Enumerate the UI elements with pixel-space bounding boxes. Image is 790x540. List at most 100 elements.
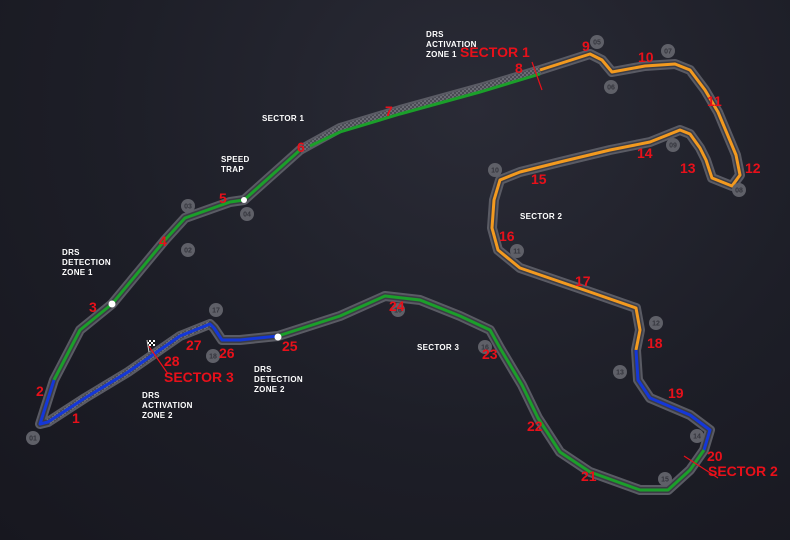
drs-activation-zone1-label: DRS ACTIVATION ZONE 1	[426, 30, 477, 59]
corner-badges: 01 02 03 04 05 06 07 08 09 10 11 12 13 1…	[26, 35, 746, 486]
svg-text:04: 04	[243, 212, 251, 219]
turn-number: 23	[482, 346, 498, 362]
sector1-boundary	[531, 61, 543, 91]
turn-number: 18	[647, 335, 663, 351]
svg-text:ZONE 1: ZONE 1	[426, 50, 457, 59]
turn-number: 26	[219, 345, 235, 361]
svg-text:TRAP: TRAP	[221, 165, 244, 174]
turn-number: 16	[499, 228, 515, 244]
svg-text:DRS: DRS	[62, 248, 80, 257]
kemmel-straight-grid	[298, 67, 541, 153]
svg-text:DRS: DRS	[254, 365, 272, 374]
sector2-marker-label: SECTOR 2	[708, 463, 778, 479]
corner-badge: 13	[613, 365, 627, 379]
turn-number: 10	[638, 49, 654, 65]
turn-number: 2	[36, 383, 44, 399]
corner-badge: 18	[206, 349, 220, 363]
turn-number: 21	[581, 468, 597, 484]
sector3-label: SECTOR 3	[417, 343, 460, 352]
turn-number: 9	[582, 38, 590, 54]
drs-detection-zone1-label: DRS DETECTION ZONE 1	[62, 248, 111, 277]
svg-text:ZONE 1: ZONE 1	[62, 268, 93, 277]
speed-trap-marker	[241, 197, 247, 203]
corner-badge: 12	[649, 316, 663, 330]
sector2-boundary	[683, 455, 719, 479]
svg-text:DETECTION: DETECTION	[254, 375, 303, 384]
svg-text:ACTIVATION: ACTIVATION	[426, 40, 477, 49]
turn-number: 17	[575, 273, 591, 289]
svg-text:14: 14	[693, 434, 701, 441]
track-base	[35, 49, 745, 495]
drs-activation-zone2-label: DRS ACTIVATION ZONE 2	[142, 391, 193, 420]
svg-text:SPEED: SPEED	[221, 155, 250, 164]
turn-number: 15	[531, 171, 547, 187]
sector2-label: SECTOR 2	[520, 212, 563, 221]
turn-number: 20	[707, 448, 723, 464]
svg-text:15: 15	[661, 477, 669, 484]
start-finish-drs-line	[38, 322, 279, 426]
svg-text:16: 16	[481, 345, 489, 352]
svg-text:07: 07	[664, 49, 672, 56]
corner-badge: 14	[690, 429, 704, 443]
speed-trap-label: SPEED TRAP	[221, 155, 250, 174]
turn-number: 24	[389, 298, 405, 314]
turn-numbers: 1 2 3 4 5 6 7 8 9 10 11 12 13 14 15 16 1…	[36, 38, 761, 484]
svg-text:05: 05	[593, 40, 601, 47]
corner-badge: 11	[510, 244, 524, 258]
turn-number: 3	[89, 299, 97, 315]
svg-text:18: 18	[209, 354, 217, 361]
corner-badge: 08	[732, 183, 746, 197]
sector3-boundary	[147, 344, 169, 375]
turn-number: 22	[527, 418, 543, 434]
racing-line	[38, 52, 742, 492]
svg-text:08: 08	[735, 188, 743, 195]
corner-badge: 09	[666, 138, 680, 152]
corner-badge: 10	[488, 163, 502, 177]
sector1-drs-line	[309, 72, 541, 148]
svg-text:ZONE 2: ZONE 2	[142, 411, 173, 420]
turn-number: 14	[637, 145, 653, 161]
track-asphalt	[37, 51, 743, 493]
turn-number: 19	[668, 385, 684, 401]
turn-number: 7	[385, 103, 393, 119]
drs-detection1-marker	[108, 300, 116, 308]
svg-text:DRS: DRS	[426, 30, 444, 39]
drs-detection2-marker	[274, 333, 282, 341]
sector3-marker-label: SECTOR 3	[164, 369, 234, 385]
turn-number: 25	[282, 338, 298, 354]
corner-badge: 16	[391, 303, 405, 317]
sector3-drs-line	[634, 349, 712, 451]
corner-badge: 15	[658, 472, 672, 486]
track-outline	[35, 49, 745, 495]
svg-text:03: 03	[184, 204, 192, 211]
svg-text:02: 02	[184, 248, 192, 255]
turn-number: 27	[186, 337, 202, 353]
sector2-line	[490, 52, 742, 351]
turn-number: 6	[297, 139, 305, 155]
corner-badge: 02	[181, 243, 195, 257]
drs-detection-zone2-label: DRS DETECTION ZONE 2	[254, 365, 303, 394]
svg-text:10: 10	[491, 168, 499, 175]
svg-text:09: 09	[669, 143, 677, 150]
svg-text:DRS: DRS	[142, 391, 160, 400]
corner-badge: 07	[661, 44, 675, 58]
turn-number: 13	[680, 160, 696, 176]
svg-text:ZONE 2: ZONE 2	[254, 385, 285, 394]
turn-number: 8	[515, 60, 523, 76]
turn-number: 4	[159, 233, 167, 249]
svg-text:12: 12	[652, 321, 660, 328]
checkered-flag-icon	[146, 339, 155, 353]
turn-number: 11	[707, 93, 722, 109]
turn-number: 12	[745, 160, 761, 176]
svg-text:06: 06	[607, 85, 615, 92]
corner-badge: 03	[181, 199, 195, 213]
svg-text:17: 17	[212, 308, 220, 315]
svg-text:11: 11	[513, 249, 521, 256]
svg-text:13: 13	[616, 370, 624, 377]
svg-text:ACTIVATION: ACTIVATION	[142, 401, 193, 410]
corner-badge: 16	[478, 340, 492, 354]
corner-badge: 04	[240, 207, 254, 221]
turn-number: 1	[72, 410, 80, 426]
